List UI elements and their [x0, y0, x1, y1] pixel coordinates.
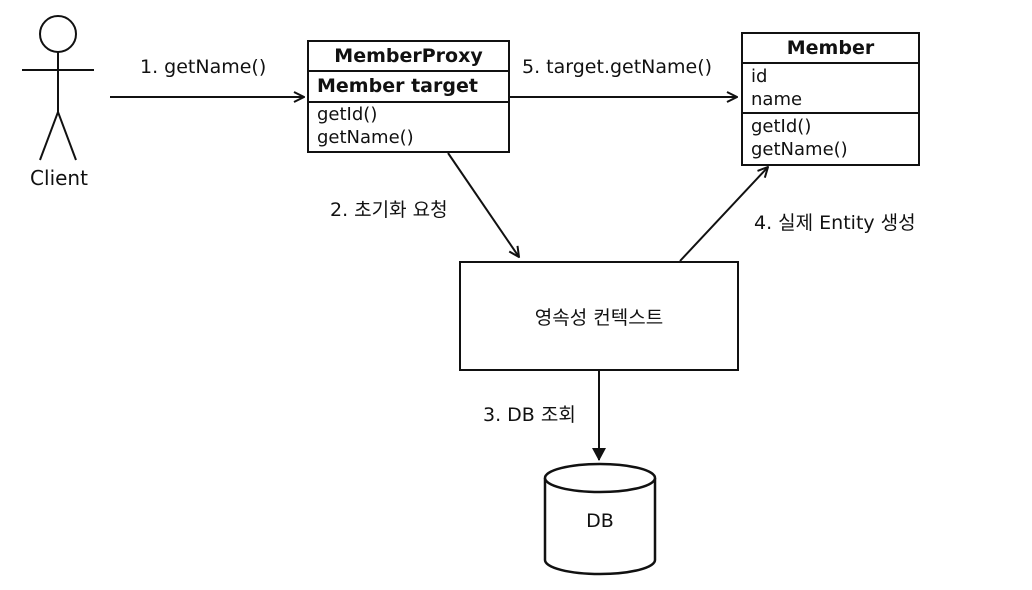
- db-body: [543, 478, 657, 576]
- client-label: Client: [30, 166, 88, 190]
- member-methods-section: getId() getName(): [743, 112, 918, 162]
- proxy-method-getname: getName(): [317, 127, 414, 148]
- member-title-section: Member: [743, 34, 918, 62]
- proxy-field-section: Member target: [309, 70, 508, 101]
- actor-right-leg: [57, 111, 77, 161]
- member-fields-section: id name: [743, 62, 918, 112]
- step4-label: 4. 실제 Entity 생성: [754, 212, 916, 234]
- member-field-id: id: [751, 66, 768, 87]
- client-actor-icon: [22, 15, 94, 161]
- member-method-getname: getName(): [751, 139, 848, 160]
- database-cylinder-icon: [543, 462, 657, 576]
- proxy-method-getid: getId(): [317, 104, 378, 125]
- proxy-target-field: Member target: [317, 75, 478, 97]
- persistence-context-label: 영속성 컨텍스트: [534, 306, 664, 329]
- database-label: DB: [586, 510, 614, 532]
- step3-label: 3. DB 조회: [483, 404, 576, 426]
- actor-left-leg: [39, 111, 59, 161]
- arrow-init-request: [447, 152, 519, 257]
- db-top: [543, 462, 657, 494]
- member-proxy-class: MemberProxy Member target getId() getNam…: [307, 40, 510, 153]
- arrow-create-entity: [679, 167, 768, 262]
- proxy-class-title: MemberProxy: [334, 45, 483, 67]
- actor-head: [39, 15, 77, 53]
- step5-label: 5. target.getName(): [522, 56, 713, 78]
- member-method-getid: getId(): [751, 116, 812, 137]
- persistence-context-box: 영속성 컨텍스트: [459, 261, 739, 371]
- step1-label: 1. getName(): [140, 56, 267, 78]
- step2-label: 2. 초기화 요청: [330, 199, 448, 221]
- member-field-name: name: [751, 89, 803, 110]
- member-class: Member id name getId() getName(): [741, 32, 920, 166]
- proxy-methods-section: getId() getName(): [309, 101, 508, 149]
- member-class-title: Member: [786, 37, 875, 59]
- proxy-title-section: MemberProxy: [309, 42, 508, 70]
